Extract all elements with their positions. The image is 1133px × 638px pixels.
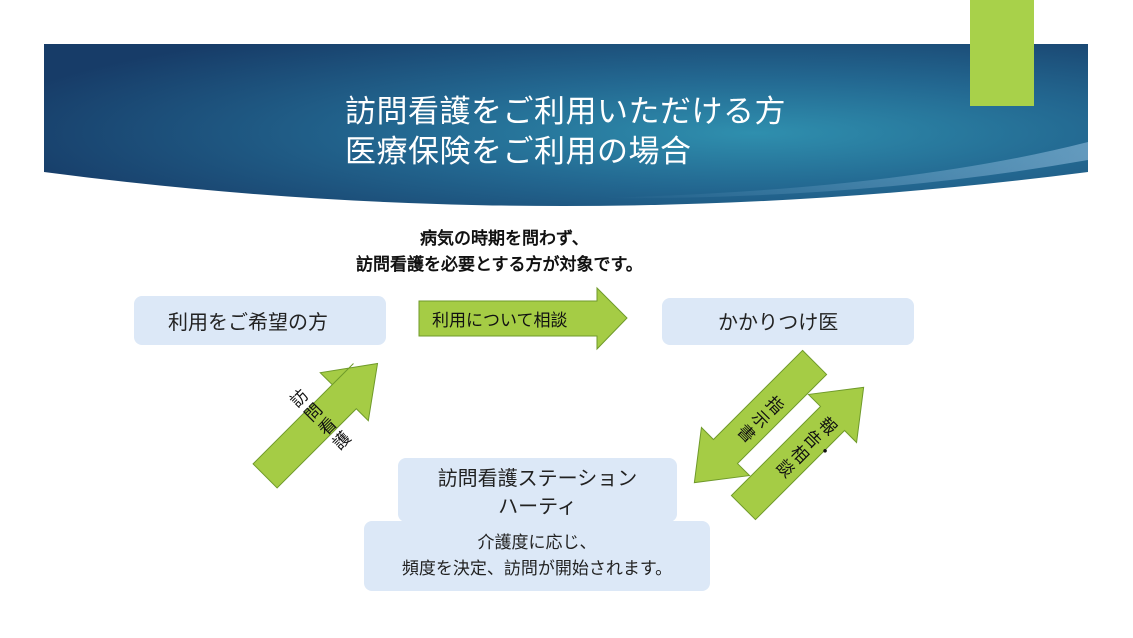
subtitle-line1: 病気の時期を問わず、 [420,229,589,249]
consult-arrow [418,286,628,351]
station-name-line1: 訪問看護ステーション [437,466,638,490]
station-note: 介護度に応じ、 頻度を決定、訪問が開始されます。 [364,521,710,591]
doctor-node-label: かかりつけ医 [718,310,839,334]
doctor-node: かかりつけ医 [662,298,914,345]
note-line1: 介護度に応じ、 [477,533,597,553]
subtitle-line2: 訪問看護を必要とする方が対象です。 [356,255,643,275]
consult-arrow-label: 利用について相談 [432,311,568,331]
station-node: 訪問看護ステーション ハーティ [398,458,677,522]
visit-arrow [252,362,379,489]
page-title-line2: 医療保険をご利用の場合 [345,134,692,170]
accent-tab [970,0,1034,106]
user-node-label: 利用をご希望の方 [168,310,328,334]
instruction-arrow [693,349,828,484]
note-line2: 頻度を決定、訪問が開始されます。 [401,559,673,579]
report-arrow [730,386,865,521]
page-title-line1: 訪問看護をご利用いただける方 [345,94,786,130]
station-name-line2: ハーティ [498,494,577,518]
user-node: 利用をご希望の方 [134,296,386,345]
